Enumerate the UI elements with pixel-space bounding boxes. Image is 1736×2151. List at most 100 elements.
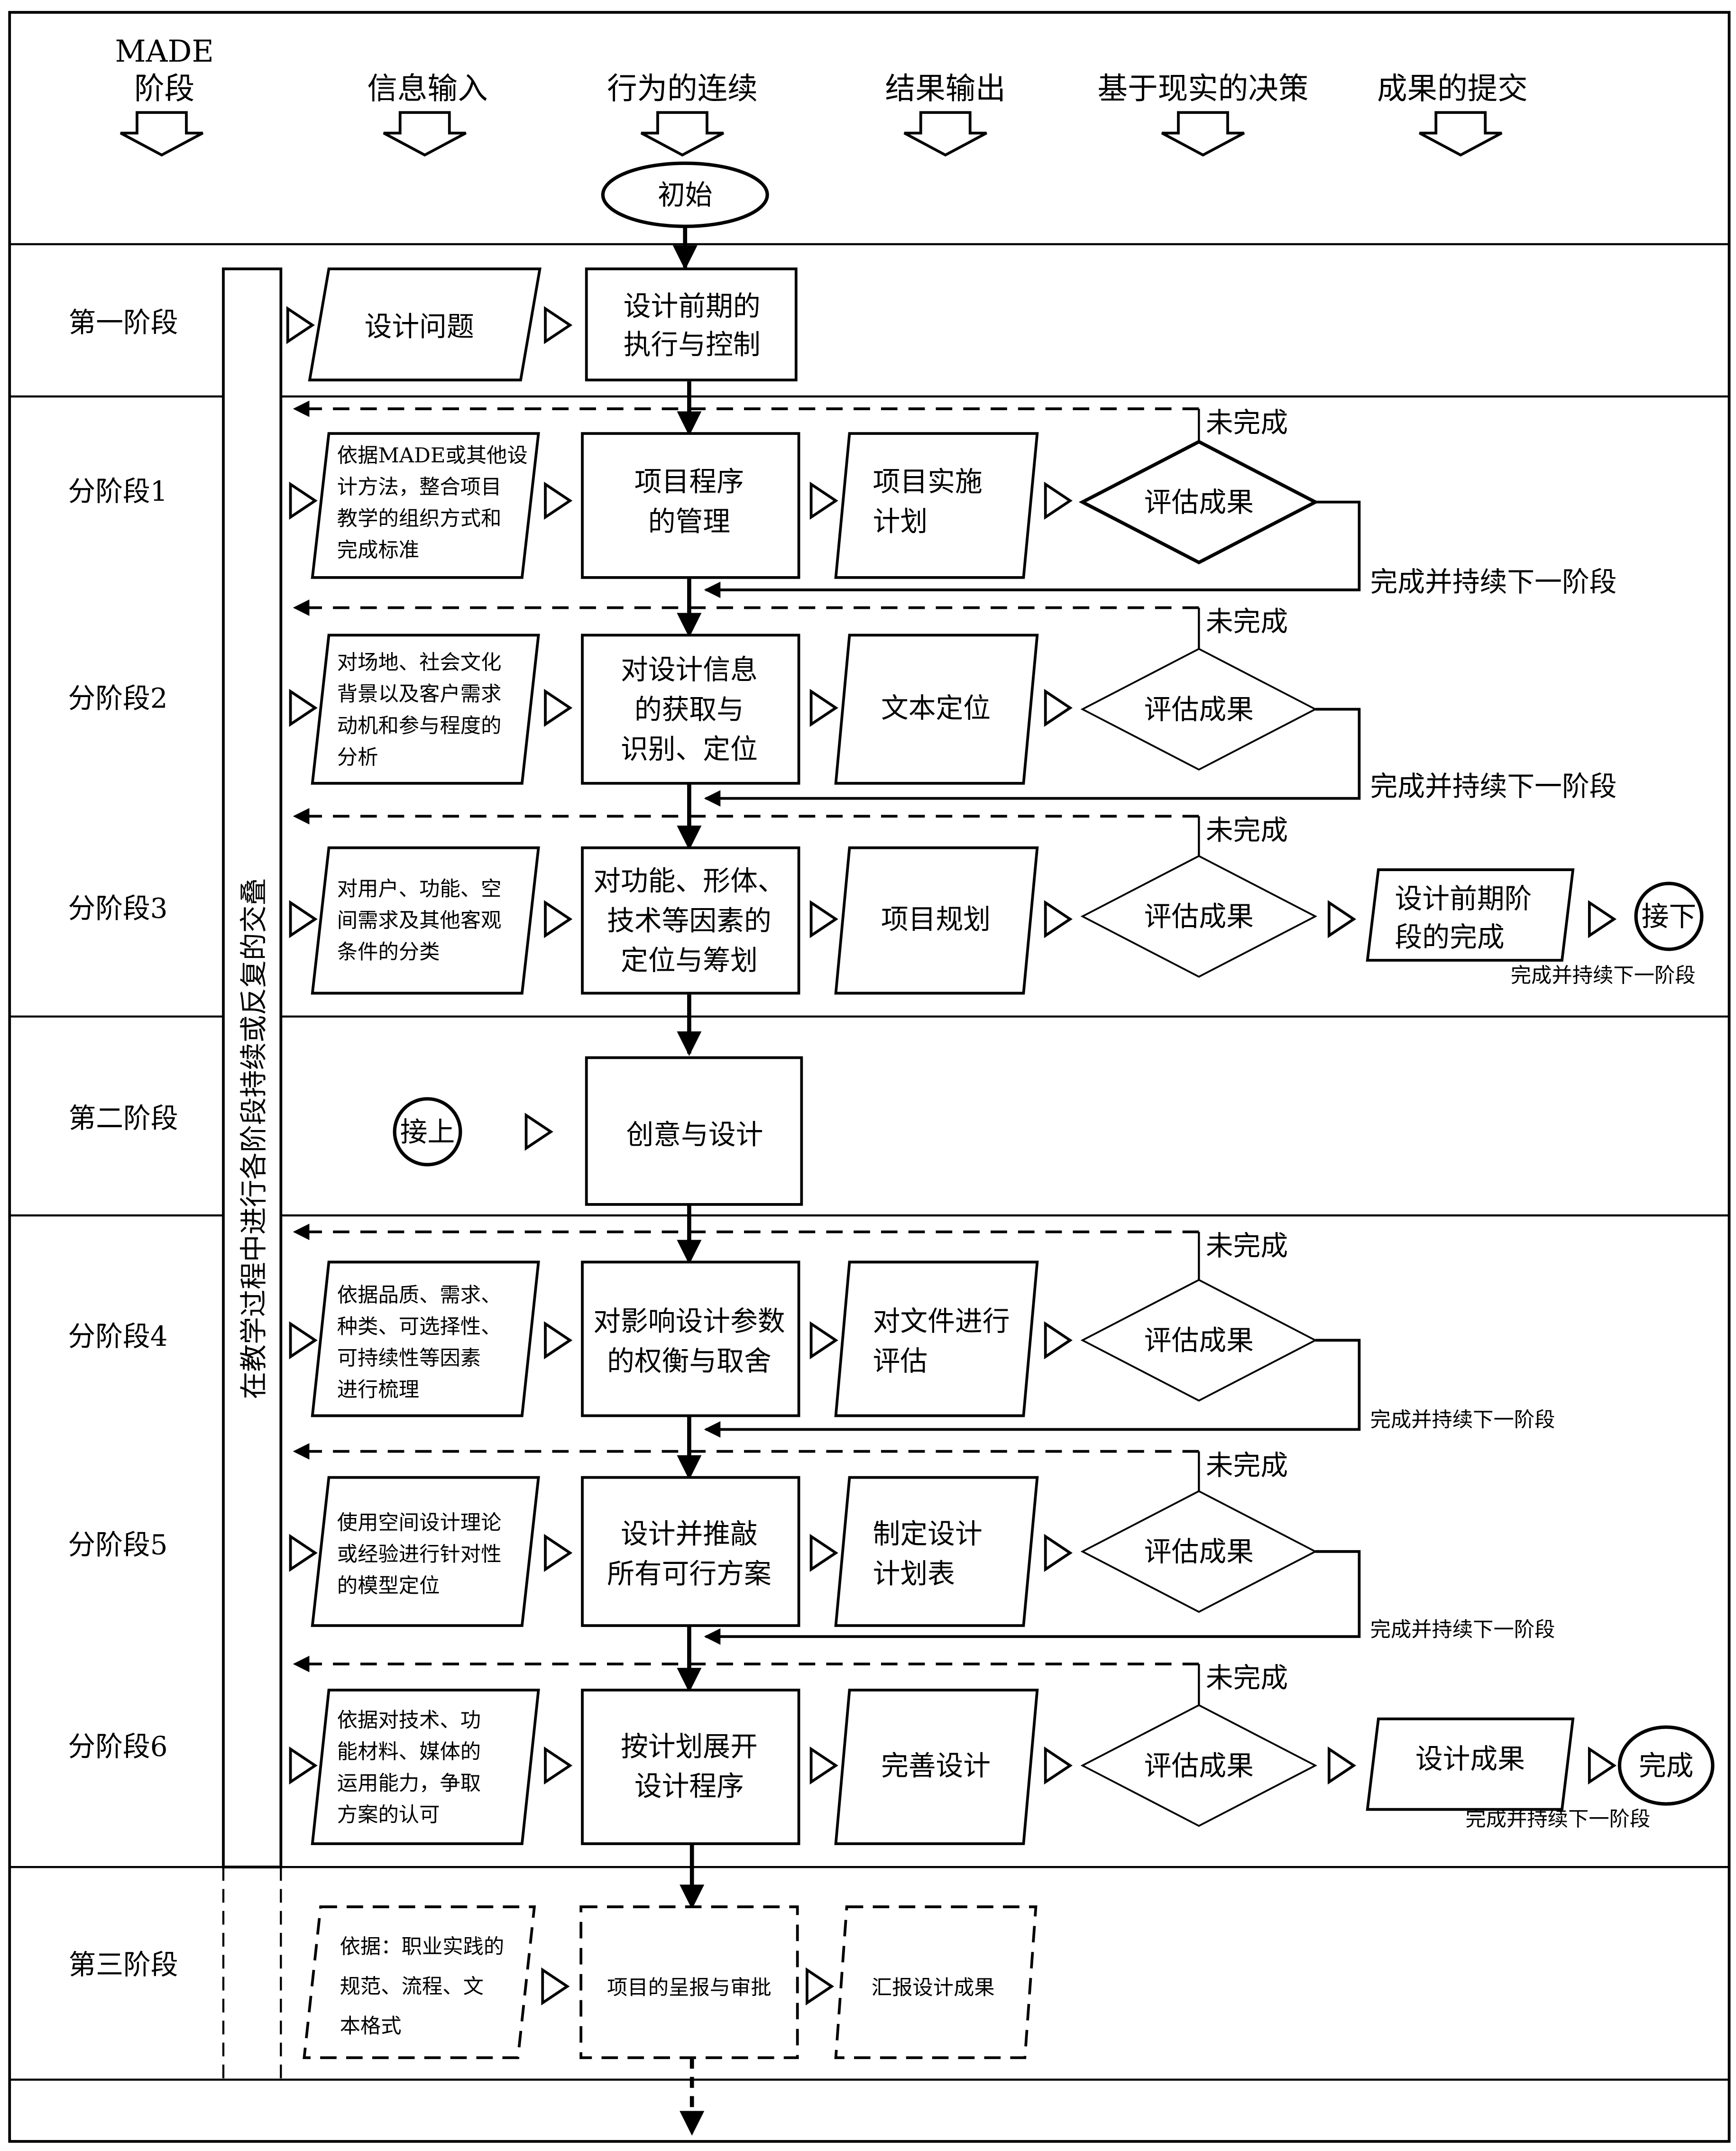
- input-parallelogram: [311, 1689, 540, 1845]
- side-bar-text: 在教学过程中进行各阶段持续或反复的交叠: [238, 878, 270, 1399]
- output-parallelogram: [834, 1476, 1039, 1627]
- stage-label: 分阶段4: [68, 1320, 167, 1352]
- flow-triangle-icon: [541, 1967, 570, 2005]
- start-node-label: 初始: [658, 179, 713, 211]
- output-parallelogram: [834, 634, 1039, 785]
- action-box: [585, 267, 798, 382]
- input-text: 设计问题: [365, 311, 474, 343]
- input-parallelogram: [311, 634, 540, 785]
- col-made-label: MADE: [115, 34, 214, 69]
- col-submission: 成果的提交: [1377, 71, 1528, 106]
- input-parallelogram: [308, 267, 542, 382]
- not-done-label: 未完成: [1206, 1230, 1288, 1262]
- stage-label: 第三阶段: [68, 1949, 178, 1981]
- stage-label: 第二阶段: [68, 1102, 178, 1134]
- flow-triangle-icon: [289, 1746, 318, 1785]
- flow-triangle-icon: [1044, 481, 1073, 520]
- col-info-input: 信息输入: [367, 71, 487, 106]
- flow-triangle-icon: [1327, 900, 1357, 938]
- decision-text: 评估成果: [1144, 901, 1254, 933]
- result-parallelogram: [1366, 1717, 1575, 1811]
- connector-text: 完成: [1639, 1749, 1694, 1782]
- stage-label: 分阶段1: [68, 475, 167, 507]
- flow-triangle-icon: [1044, 689, 1073, 727]
- connector-text: 接上: [400, 1116, 455, 1148]
- action-box: [581, 1476, 800, 1627]
- flow-triangle-icon: [289, 481, 318, 520]
- connector-node: [393, 1097, 462, 1167]
- flow-triangle-icon: [1044, 900, 1073, 938]
- flow-triangle-icon: [289, 1321, 318, 1360]
- header-arrows: [119, 111, 1503, 157]
- result-text: 设计成果: [1415, 1743, 1525, 1775]
- hollow-down-arrow-icon: [903, 111, 987, 157]
- done-arrow: [704, 1339, 1361, 1438]
- action-text: 按计划展开设计程序: [621, 1730, 758, 1802]
- connector-node: [1617, 1725, 1715, 1806]
- flow-triangle-icon: [544, 1321, 573, 1360]
- connector-node: [1634, 882, 1704, 951]
- action-box: [581, 846, 800, 995]
- input-parallelogram: [303, 1905, 536, 2059]
- decision-diamond: [1078, 440, 1319, 565]
- flow-triangle-icon: [809, 1321, 838, 1360]
- flow-triangle-icon: [806, 1967, 835, 2005]
- done-label: 完成并持续下一阶段: [1370, 566, 1617, 598]
- done-label: 完成并持续下一阶段: [1511, 964, 1696, 987]
- done-label: 完成并持续下一阶段: [1370, 770, 1617, 802]
- input-text: 对场地、社会文化背景以及客户需求动机和参与程度的分析: [337, 651, 502, 770]
- flow-triangle-icon: [289, 1534, 318, 1572]
- flow-triangle-icon: [1327, 1746, 1357, 1785]
- flow-triangle-icon: [544, 1746, 573, 1785]
- action-box: [581, 1689, 800, 1845]
- stage-label: 分阶段5: [68, 1529, 167, 1561]
- flow-triangle-icon: [1588, 900, 1617, 938]
- flow-triangle-icon: [524, 1112, 553, 1151]
- stage-labels: 第一阶段 分阶段1 分阶段2 分阶段3 第二阶段 分阶段4 分阶段5 分阶段6 …: [68, 306, 178, 1981]
- hollow-down-arrow-icon: [383, 111, 467, 157]
- done-label: 完成并持续下一阶段: [1465, 1807, 1650, 1831]
- decision-diamond: [1080, 1278, 1318, 1402]
- input-text: 依据品质、需求、种类、可选择性、可持续性等因素进行梳理: [337, 1283, 502, 1402]
- output-text: 项目实施计划: [873, 466, 983, 538]
- connector-text: 接下: [1642, 901, 1697, 933]
- output-text: 项目规划: [881, 903, 991, 935]
- flow-triangle-icon: [544, 900, 573, 938]
- flow-triangle-icon: [544, 306, 573, 344]
- input-parallelogram: [311, 1260, 540, 1417]
- overlap-side-bar: [222, 267, 283, 1869]
- flow-triangle-icon: [809, 1534, 838, 1572]
- flow-triangle-icon: [289, 689, 318, 727]
- not-done-label: 未完成: [1206, 814, 1288, 846]
- stage-label: 分阶段6: [68, 1730, 167, 1763]
- col-action: 行为的连续: [607, 71, 758, 106]
- flow-triangle-icon: [1588, 1746, 1617, 1785]
- output-parallelogram: [834, 1689, 1039, 1845]
- output-text: 对文件进行评估: [873, 1305, 1010, 1377]
- action-text: 对设计信息的获取与识别、定位: [621, 653, 758, 765]
- flow-triangle-icon: [544, 689, 573, 727]
- col-decision: 基于现实的决策: [1098, 71, 1309, 106]
- input-parallelogram: [311, 432, 540, 579]
- output-parallelogram: [834, 432, 1039, 579]
- decision-text: 评估成果: [1144, 1749, 1254, 1782]
- output-text: 制定设计计划表: [873, 1517, 983, 1590]
- input-parallelogram: [311, 1476, 540, 1627]
- decision-text: 评估成果: [1144, 1324, 1254, 1357]
- action-text: 设计并推敲所有可行方案: [607, 1517, 772, 1590]
- col-made-label-2: 阶段: [134, 71, 194, 106]
- hollow-down-arrow-icon: [1161, 111, 1245, 157]
- action-box: [581, 432, 800, 579]
- output-text: 汇报设计成果: [872, 1976, 995, 2000]
- result-parallelogram: [1366, 868, 1575, 962]
- band-separators: [9, 243, 1729, 2081]
- action-text: 对影响设计参数的权衡与取舍: [593, 1305, 785, 1377]
- decision-text: 评估成果: [1144, 1535, 1254, 1568]
- decision-diamond: [1080, 1490, 1318, 1613]
- hollow-down-arrow-icon: [1419, 111, 1503, 157]
- result-text: 设计前期阶段的完成: [1395, 882, 1532, 953]
- done-label: 完成并持续下一阶段: [1370, 1408, 1555, 1432]
- decision-text: 评估成果: [1144, 486, 1254, 518]
- flow-triangle-icon: [1044, 1534, 1073, 1572]
- header-columns: MADE 阶段 信息输入 行为的连续 结果输出 基于现实的决策 成果的提交: [115, 34, 1528, 106]
